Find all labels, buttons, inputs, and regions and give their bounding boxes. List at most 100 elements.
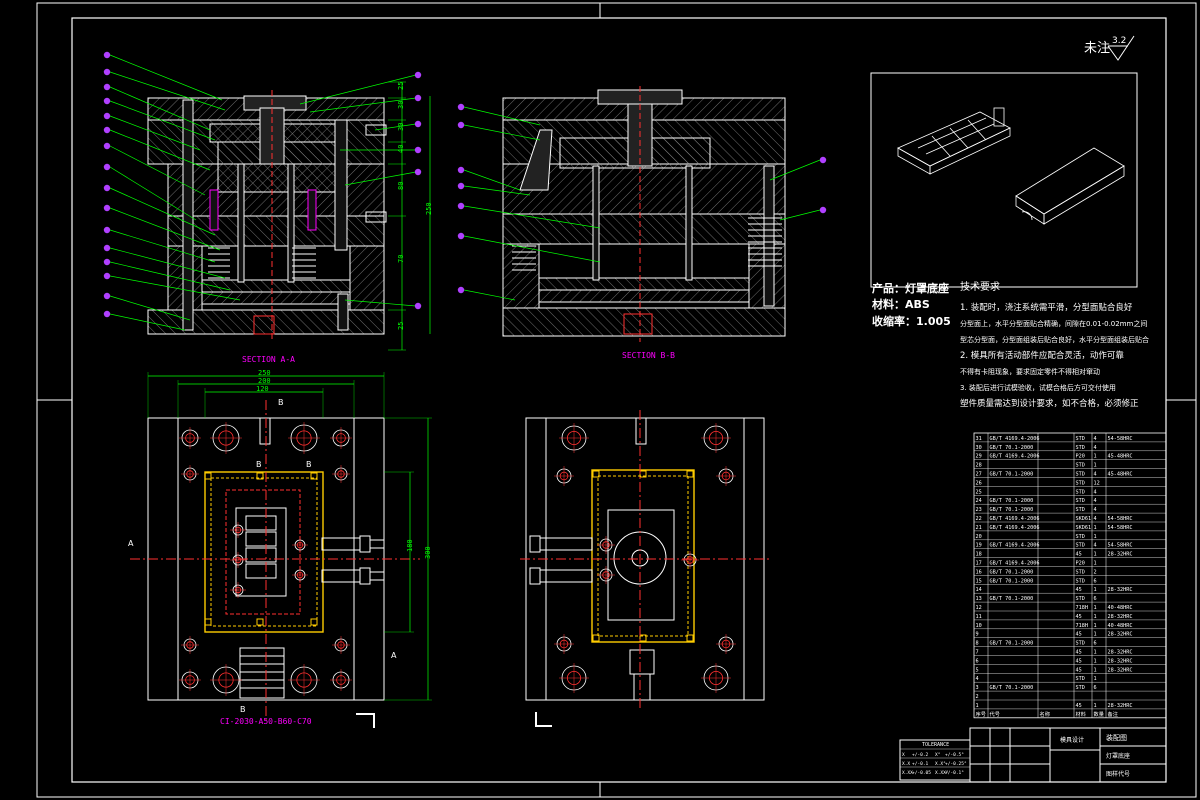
bom-header-cell: 代号 bbox=[990, 710, 1000, 718]
tolerance-cell: X.XX bbox=[902, 770, 913, 776]
bom-cell: 5 bbox=[976, 667, 979, 673]
bom-cell: 4 bbox=[1094, 472, 1097, 478]
drawing-frame bbox=[36, 2, 1197, 798]
bom-cell: 2 bbox=[1094, 569, 1097, 575]
section-marker-b-mid: B bbox=[256, 460, 262, 469]
section-bb-view: SECTION B-B bbox=[457, 86, 827, 360]
bom-cell: 28-32HRC bbox=[1108, 552, 1133, 558]
tolerance-cell: +/-0.1 bbox=[912, 761, 929, 767]
leader-line bbox=[109, 54, 223, 101]
product-name: 产品：灯罩底座 bbox=[872, 281, 949, 295]
bom-cell: 45 bbox=[1076, 658, 1082, 664]
bom-cell: 40-48HRC bbox=[1108, 623, 1133, 629]
bom-cell: GB/T 70.1-2000 bbox=[990, 569, 1034, 575]
leader-line bbox=[344, 299, 417, 307]
part-balloon bbox=[103, 126, 111, 134]
bom-cell: STD bbox=[1076, 472, 1085, 478]
bom-cell: 28-32HRC bbox=[1108, 587, 1133, 593]
bom-cell: 1 bbox=[1094, 703, 1097, 709]
part-balloon bbox=[103, 310, 111, 318]
bom-cell: GB/T 4169.4-2006 bbox=[990, 525, 1040, 531]
bom-cell: 6 bbox=[1094, 578, 1097, 584]
bom-cell: 17 bbox=[976, 561, 982, 567]
bom-cell: 8 bbox=[976, 641, 979, 647]
part-balloon bbox=[819, 206, 827, 214]
tech-requirement-line: 不得有卡阻现象，要求固定零件不得相对窜动 bbox=[960, 367, 1100, 376]
product-info: 产品：灯罩底座 材料：ABS 收缩率：1.005 bbox=[872, 281, 951, 328]
bom-header-cell: 备注 bbox=[1108, 710, 1118, 718]
part-balloon bbox=[414, 146, 422, 154]
bom-cell: 4 bbox=[976, 676, 979, 682]
part-balloon bbox=[103, 83, 111, 91]
leader-line bbox=[109, 145, 206, 196]
leader-line bbox=[109, 247, 226, 279]
leader-line bbox=[109, 187, 216, 236]
bom-cell: 13 bbox=[976, 596, 982, 602]
leader-line bbox=[463, 124, 541, 141]
bom-cell: 28-32HRC bbox=[1108, 703, 1133, 709]
bom-cell: GB/T 70.1-2000 bbox=[990, 472, 1034, 478]
tolerance-cell: X.XX° bbox=[935, 770, 949, 776]
bom-cell: 45-48HRC bbox=[1108, 472, 1133, 478]
leader-line bbox=[109, 313, 186, 331]
bom-cell: 18 bbox=[976, 552, 982, 558]
tech-requirement-line: 3. 装配后进行试模验收，试模合格后方可交付使用 bbox=[960, 383, 1116, 392]
tolerance-title: TOLERANCE bbox=[922, 742, 949, 748]
bom-cell: 4 bbox=[1094, 436, 1097, 442]
dimension-label: 80 bbox=[397, 182, 405, 190]
bom-cell: 54-58HRC bbox=[1108, 525, 1133, 531]
plan-left-holes bbox=[179, 422, 352, 696]
bom-cell: 54-58HRC bbox=[1108, 516, 1133, 522]
dimension-label: 40 bbox=[397, 145, 405, 153]
leader-line bbox=[109, 229, 216, 263]
bom-cell: GB/T 4169.4-2006 bbox=[990, 543, 1040, 549]
bom-cell: 1 bbox=[1094, 632, 1097, 638]
part-balloon bbox=[457, 202, 465, 210]
bom-cell: STD bbox=[1076, 685, 1085, 691]
leader-line bbox=[109, 100, 216, 141]
leader-line bbox=[109, 207, 221, 251]
tolerance-cell: X bbox=[902, 752, 905, 758]
part-balloon bbox=[103, 226, 111, 234]
bom-cell: 4 bbox=[1094, 543, 1097, 549]
bom-cell: GB/T 4169.4-2006 bbox=[990, 516, 1040, 522]
part-balloon bbox=[103, 292, 111, 300]
part-balloon bbox=[414, 94, 422, 102]
leader-line bbox=[344, 171, 417, 186]
tolerance-cell: X.X bbox=[902, 761, 910, 767]
part-balloon bbox=[414, 71, 422, 79]
dimension-label: 30 bbox=[397, 123, 405, 131]
bom-cell: 1 bbox=[1094, 605, 1097, 611]
bom-cell: 25 bbox=[976, 489, 982, 495]
bom-cell: STD bbox=[1076, 676, 1085, 682]
tolerance-cell: X.X° bbox=[935, 761, 946, 767]
part-balloon bbox=[103, 97, 111, 105]
drawing-code-cell: 图样代号 bbox=[1106, 770, 1130, 778]
bom-cell: 15 bbox=[976, 578, 982, 584]
bom-cell: 23 bbox=[976, 507, 982, 513]
bom-cell: 28 bbox=[976, 463, 982, 469]
dimension-label: 70 bbox=[397, 255, 405, 263]
leader-line bbox=[463, 185, 531, 196]
bom-header-cell: 数量 bbox=[1094, 710, 1104, 718]
spacer-right bbox=[349, 245, 385, 311]
return-spring-left bbox=[208, 247, 230, 279]
bom-cell: STD bbox=[1076, 436, 1085, 442]
part-balloon bbox=[103, 68, 111, 76]
tolerance-cell: +/-0.25° bbox=[945, 761, 967, 767]
bom-cell: 54-58HRC bbox=[1108, 436, 1133, 442]
bom-cell: 7 bbox=[976, 650, 979, 656]
bom-cell: 45 bbox=[1076, 614, 1082, 620]
ejector-retainer bbox=[201, 291, 351, 305]
bom-cell: STD bbox=[1076, 596, 1085, 602]
dimension-label: 180 bbox=[406, 539, 414, 552]
part-balloon bbox=[103, 51, 111, 59]
bom-cell: 4 bbox=[1094, 489, 1097, 495]
leader-line bbox=[299, 74, 417, 105]
part-balloon bbox=[103, 204, 111, 212]
bom-cell: STD bbox=[1076, 543, 1085, 549]
bom-cell: 1 bbox=[1094, 667, 1097, 673]
drawing-name: 装配图 bbox=[1106, 733, 1127, 742]
